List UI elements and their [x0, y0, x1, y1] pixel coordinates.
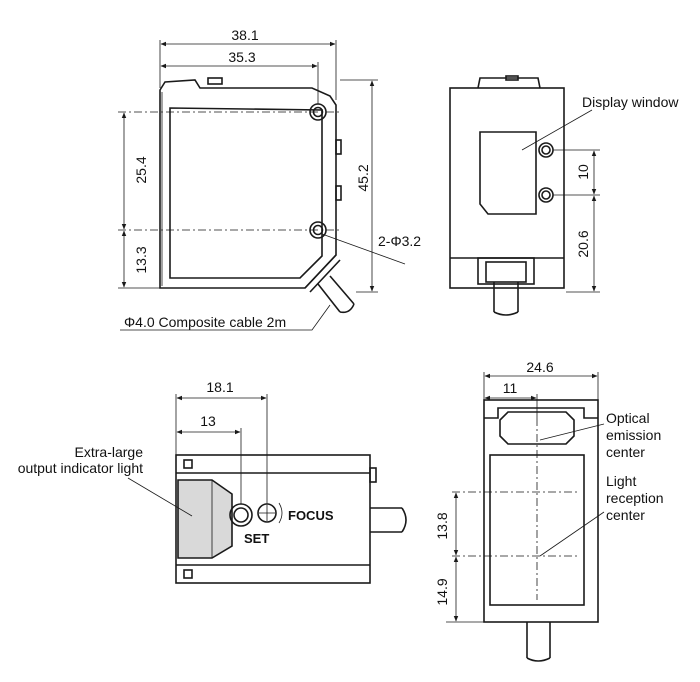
front-cable [317, 275, 355, 313]
dim-back-width: 24.6 [526, 359, 553, 375]
front-view: 38.1 35.3 25.4 13.3 45.2 2-Φ3.2 Φ4.0 Com… [118, 27, 421, 331]
cable-callout: Φ4.0 Composite cable 2m [124, 314, 286, 330]
dim-back-offset: 11 [503, 380, 518, 396]
top-view: SET FOCUS 18.1 13 Extra-large output ind… [18, 379, 407, 584]
display-window-label: Display window [582, 94, 679, 110]
side-hole-lower [538, 187, 554, 203]
dim-top-outer: 18.1 [206, 379, 233, 395]
back-view: Optical emission center Light reception … [434, 359, 664, 662]
back-top-cap [499, 411, 575, 445]
hole-callout: 2-Φ3.2 [378, 233, 421, 249]
front-body-outline [159, 79, 337, 289]
front-stud-upper [335, 139, 342, 155]
emission-label-line3: center [606, 444, 645, 460]
indicator-label-line2: output indicator light [18, 460, 143, 476]
front-stud-lower [335, 185, 342, 201]
side-connector [477, 257, 535, 285]
dim-front-height-low: 13.3 [133, 246, 149, 273]
display-window [479, 131, 537, 215]
dim-top-inner: 13 [200, 413, 216, 429]
emission-label-line2: emission [606, 427, 661, 443]
reception-label-line1: Light [606, 473, 636, 489]
side-view: Display window 10 20.6 [449, 75, 679, 316]
dim-side-hole-bottom: 20.6 [575, 230, 591, 257]
dim-front-height-mid: 25.4 [133, 156, 149, 183]
emission-label-line1: Optical [606, 410, 650, 426]
dim-front-height-total: 45.2 [355, 164, 371, 191]
dim-front-width-outer: 38.1 [231, 27, 258, 43]
reception-label-line2: reception [606, 490, 664, 506]
dim-front-width-inner: 35.3 [228, 49, 255, 65]
dim-side-hole-pitch: 10 [575, 164, 591, 180]
back-cable [526, 622, 551, 658]
front-chamfer [304, 254, 341, 293]
side-cable [493, 282, 519, 312]
top-body [175, 454, 371, 584]
side-top-cap [477, 77, 541, 89]
top-cable [370, 507, 402, 533]
dim-back-bottom: 14.9 [434, 578, 450, 605]
back-body [483, 399, 599, 623]
side-hole-upper [538, 142, 554, 158]
front-top-tab [207, 77, 223, 85]
indicator-label-line1: Extra-large [75, 444, 144, 460]
dim-back-center-spacing: 13.8 [434, 512, 450, 539]
side-body [449, 87, 565, 289]
focus-label: FOCUS [288, 508, 334, 523]
output-indicator-light [177, 479, 233, 559]
reception-label-line3: center [606, 507, 645, 523]
front-face [169, 107, 323, 279]
set-label: SET [244, 531, 269, 546]
